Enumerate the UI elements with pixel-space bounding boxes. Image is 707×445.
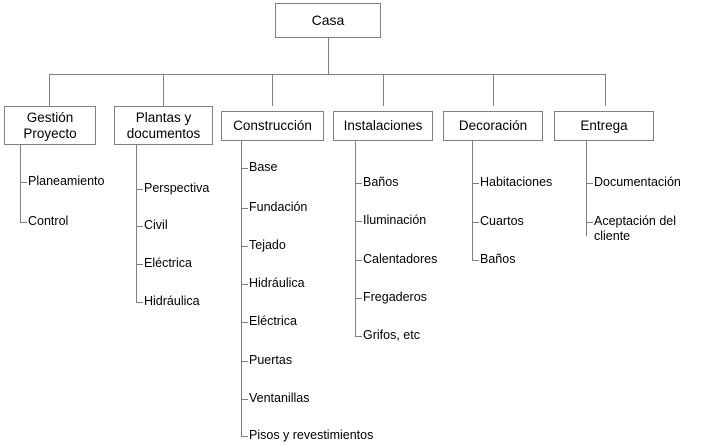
- leaf-gestion-control[interactable]: Control: [28, 214, 69, 228]
- connector-spine-plantas-y-documentos: [136, 145, 137, 302]
- node-branch-construccion[interactable]: Construcción: [221, 111, 324, 141]
- node-branch-instalaciones-label: Instalaciones: [343, 118, 423, 134]
- connector-tick-instalaciones-1: [355, 183, 362, 184]
- leaf-construccion-base[interactable]: Base: [249, 160, 278, 174]
- connector-tick-construccion-3: [241, 246, 248, 247]
- leaf-plantas-hidraulica[interactable]: Hidráulica: [144, 294, 200, 308]
- connector-root-trunk: [328, 38, 329, 74]
- connector-tick-gestion-2: [20, 222, 27, 223]
- connector-drop-6: [605, 74, 606, 106]
- leaf-construccion-hidraulica[interactable]: Hidráulica: [249, 276, 305, 290]
- connector-spine-decoracion: [472, 141, 473, 260]
- connector-tick-construccion-2: [241, 208, 248, 209]
- node-branch-construccion-label: Construcción: [233, 118, 312, 134]
- connector-tick-construccion-8: [241, 436, 248, 437]
- leaf-plantas-civil[interactable]: Civil: [144, 218, 168, 232]
- leaf-construccion-ventanillas[interactable]: Ventanillas: [249, 391, 310, 405]
- connector-horizontal-bus: [49, 74, 605, 75]
- node-branch-plantas-y-documentos[interactable]: Plantas y documentos: [114, 106, 213, 145]
- connector-tick-instalaciones-3: [355, 260, 362, 261]
- connector-drop-2: [163, 74, 164, 106]
- node-branch-decoracion[interactable]: Decoración: [443, 111, 543, 141]
- leaf-entrega-documentacion[interactable]: Documentación: [594, 175, 681, 189]
- connector-tick-plantas-2: [136, 226, 143, 227]
- connector-spine-gestion-proyecto: [20, 145, 21, 222]
- node-branch-gestion-proyecto-label: Gestión Proyecto: [23, 109, 77, 141]
- node-branch-instalaciones[interactable]: Instalaciones: [333, 111, 433, 141]
- leaf-plantas-perspectiva[interactable]: Perspectiva: [144, 181, 210, 195]
- connector-tick-instalaciones-5: [355, 336, 362, 337]
- leaf-construccion-puertas[interactable]: Puertas: [249, 353, 293, 367]
- leaf-decoracion-habitaciones[interactable]: Habitaciones: [480, 175, 553, 189]
- leaf-construccion-pisos-revestimientos[interactable]: Pisos y revestimientos: [249, 428, 374, 442]
- connector-tick-entrega-2: [586, 222, 593, 223]
- connector-drop-3: [272, 74, 273, 106]
- connector-drop-1: [49, 74, 50, 106]
- connector-spine-entrega: [586, 141, 587, 236]
- connector-tick-instalaciones-2: [355, 221, 362, 222]
- node-branch-entrega[interactable]: Entrega: [554, 111, 654, 141]
- leaf-instalaciones-banos[interactable]: Baños: [363, 175, 399, 189]
- leaf-instalaciones-iluminacion[interactable]: Iluminación: [363, 213, 427, 227]
- connector-tick-instalaciones-4: [355, 298, 362, 299]
- leaf-instalaciones-calentadores[interactable]: Calentadores: [363, 252, 438, 266]
- leaf-entrega-aceptacion-cliente[interactable]: Aceptación del cliente: [594, 214, 677, 243]
- connector-tick-construccion-6: [241, 361, 248, 362]
- connector-tick-construccion-4: [241, 284, 248, 285]
- connector-tick-construccion-1: [241, 168, 248, 169]
- leaf-gestion-planeamiento[interactable]: Planeamiento: [28, 174, 105, 188]
- connector-tick-plantas-4: [136, 302, 143, 303]
- connector-tick-construccion-7: [241, 399, 248, 400]
- connector-tick-gestion-1: [20, 182, 27, 183]
- connector-spine-instalaciones: [355, 141, 356, 336]
- connector-tick-entrega-1: [586, 183, 593, 184]
- node-branch-gestion-proyecto[interactable]: Gestión Proyecto: [4, 106, 96, 145]
- leaf-decoracion-cuartos[interactable]: Cuartos: [480, 214, 524, 228]
- connector-drop-4: [383, 74, 384, 106]
- node-root-casa[interactable]: Casa: [275, 3, 381, 38]
- connector-tick-plantas-1: [136, 189, 143, 190]
- node-root-casa-label: Casa: [311, 12, 345, 29]
- node-branch-decoracion-label: Decoración: [458, 118, 528, 134]
- leaf-instalaciones-fregaderos[interactable]: Fregaderos: [363, 290, 427, 304]
- leaf-construccion-electrica[interactable]: Eléctrica: [249, 314, 297, 328]
- connector-tick-decoracion-3: [472, 260, 479, 261]
- connector-tick-decoracion-1: [472, 183, 479, 184]
- leaf-construccion-tejado[interactable]: Tejado: [249, 238, 286, 252]
- connector-tick-construccion-5: [241, 322, 248, 323]
- connector-tick-plantas-3: [136, 264, 143, 265]
- leaf-instalaciones-grifos[interactable]: Grifos, etc: [363, 328, 420, 342]
- connector-drop-5: [493, 74, 494, 106]
- leaf-construccion-fundacion[interactable]: Fundación: [249, 200, 308, 214]
- connector-tick-decoracion-2: [472, 222, 479, 223]
- leaf-plantas-electrica[interactable]: Eléctrica: [144, 256, 192, 270]
- node-branch-entrega-label: Entrega: [580, 118, 628, 134]
- leaf-decoracion-banos[interactable]: Baños: [480, 252, 516, 266]
- connector-spine-construccion: [241, 141, 242, 436]
- node-branch-plantas-y-documentos-label: Plantas y documentos: [126, 109, 201, 141]
